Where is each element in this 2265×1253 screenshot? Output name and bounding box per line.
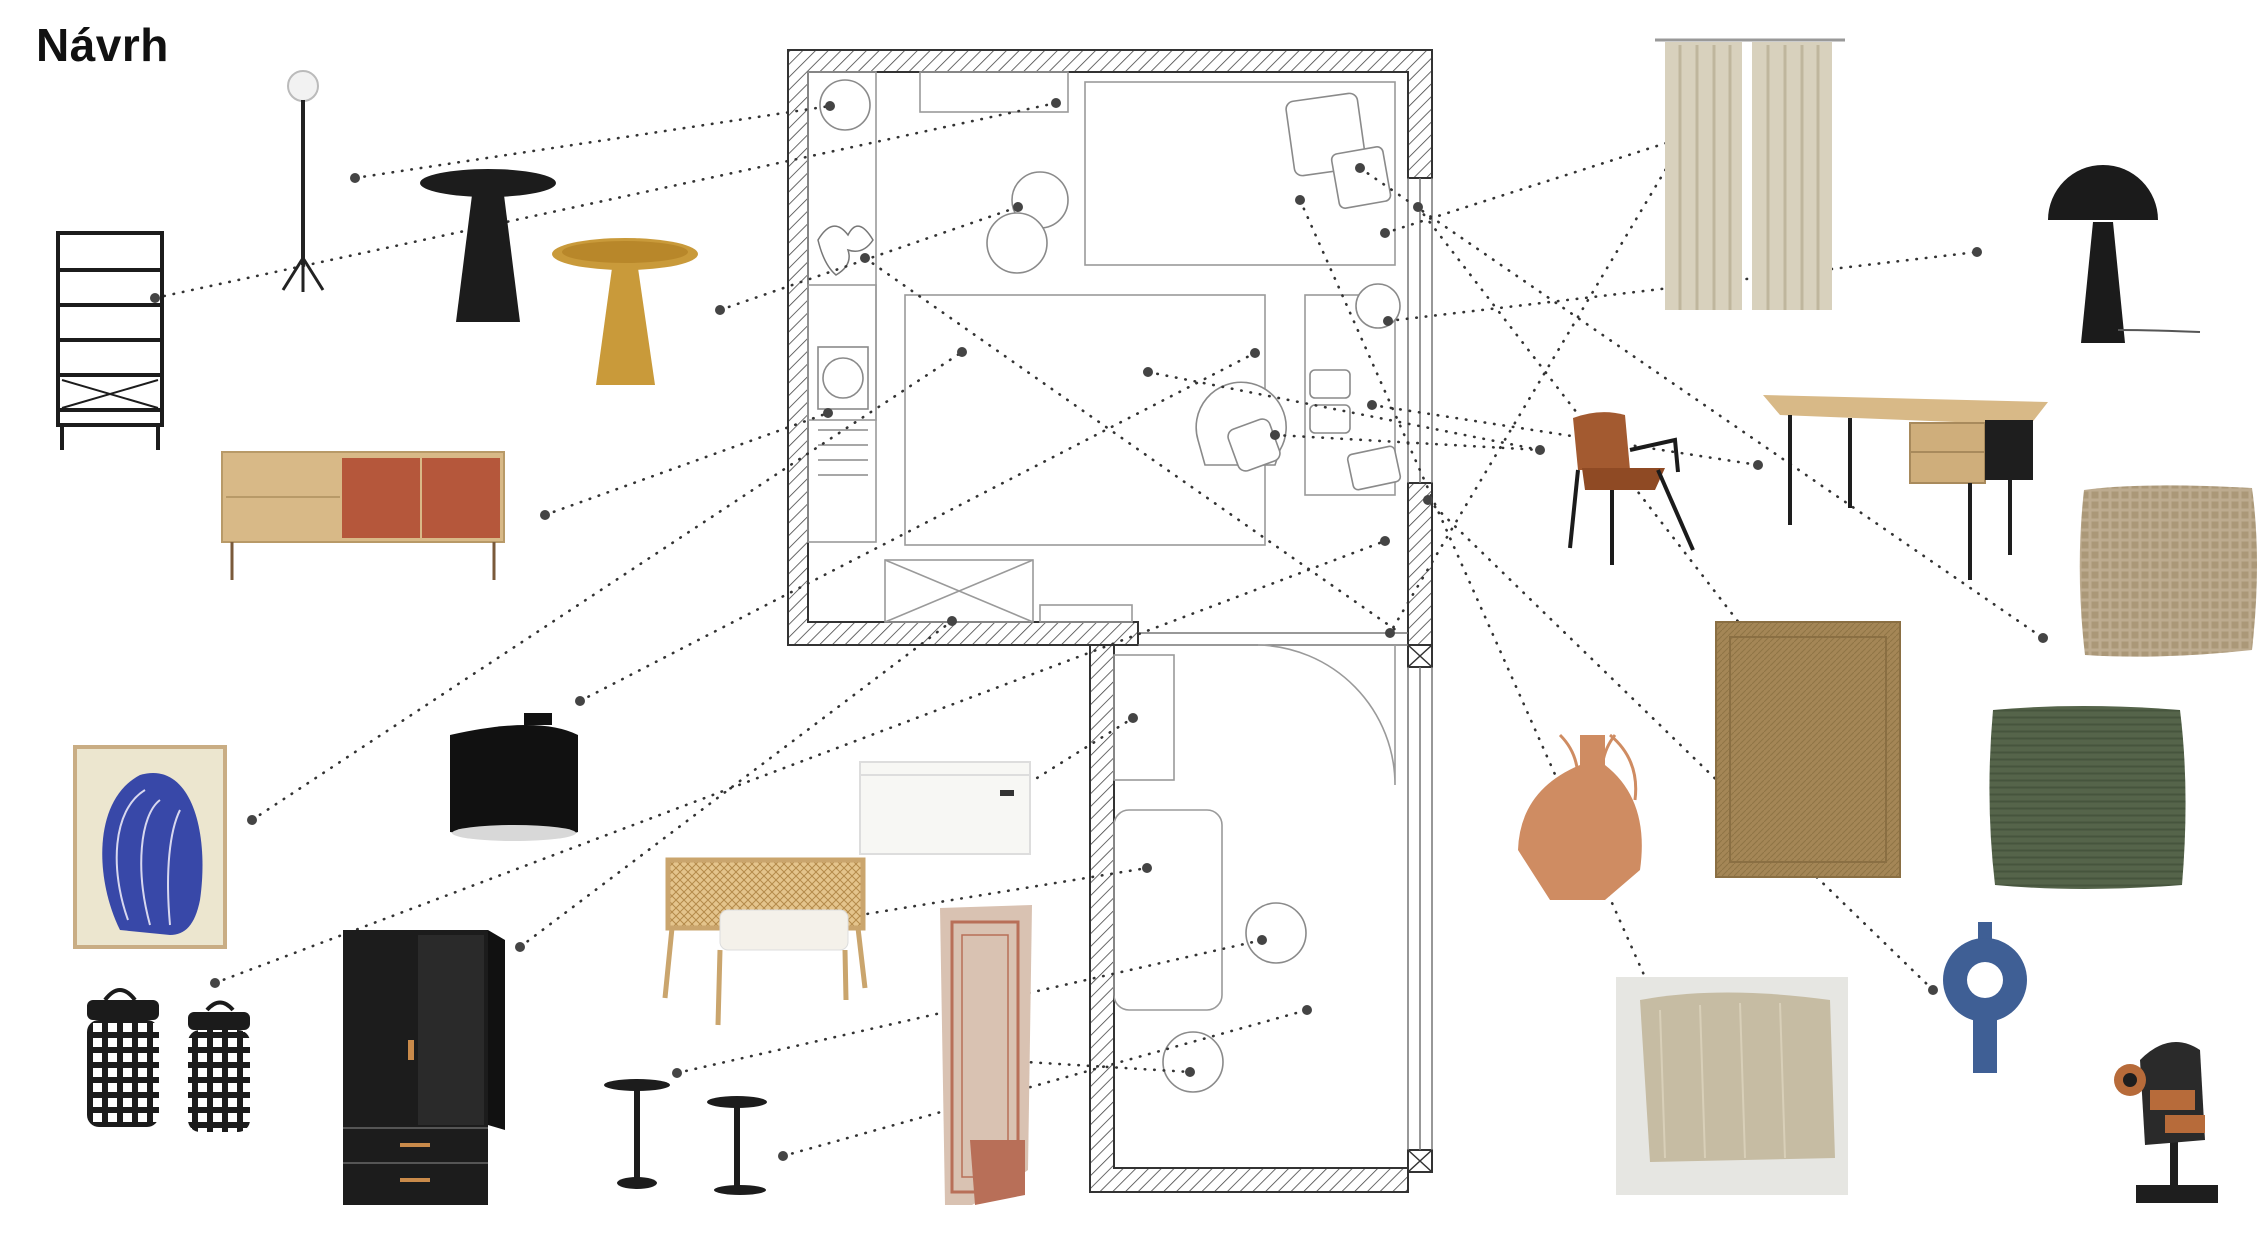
globe-floor-lamp-icon (281, 70, 325, 292)
terracotta-amphora-vase-icon (1518, 733, 1642, 900)
blue-line-art-print-icon (73, 745, 227, 949)
white-storage-chest-icon (859, 761, 1031, 855)
rattan-bench-icon (662, 857, 868, 1026)
blue-ring-vase-icon (1943, 922, 2027, 1073)
black-drum-pendant-icon (450, 713, 578, 841)
connector-dots (150, 98, 2048, 1161)
beige-waffle-cushion-icon (2079, 485, 2257, 657)
plan-wall-right-mid (1407, 482, 1433, 646)
black-lanterns-icon (87, 988, 250, 1132)
black-metal-bookshelf-icon (56, 231, 164, 450)
wooden-face-sculpture-icon (2114, 1042, 2218, 1203)
mustard-pedestal-side-table-icon (552, 238, 698, 385)
page-title: Návrh (36, 19, 169, 71)
terracotta-runner-rug-icon (940, 905, 1032, 1205)
floor-plan (787, 49, 1433, 1193)
leather-dining-chair-icon (1568, 412, 1695, 565)
jute-rug-icon (1715, 621, 1901, 878)
black-pedestal-side-table-icon (420, 169, 556, 322)
black-wardrobe-icon (343, 930, 505, 1205)
green-corduroy-cushion-icon (1989, 706, 2186, 889)
oak-desk-icon (1763, 395, 2048, 580)
black-mushroom-table-lamp-icon (2048, 165, 2201, 343)
linen-curtains-icon (1655, 38, 1845, 310)
oak-terracotta-sideboard-icon (221, 451, 505, 580)
connector-lines (153, 101, 2045, 1158)
linen-throw-blanket-icon (1616, 977, 1848, 1195)
black-bistro-tables-icon (604, 1079, 767, 1195)
